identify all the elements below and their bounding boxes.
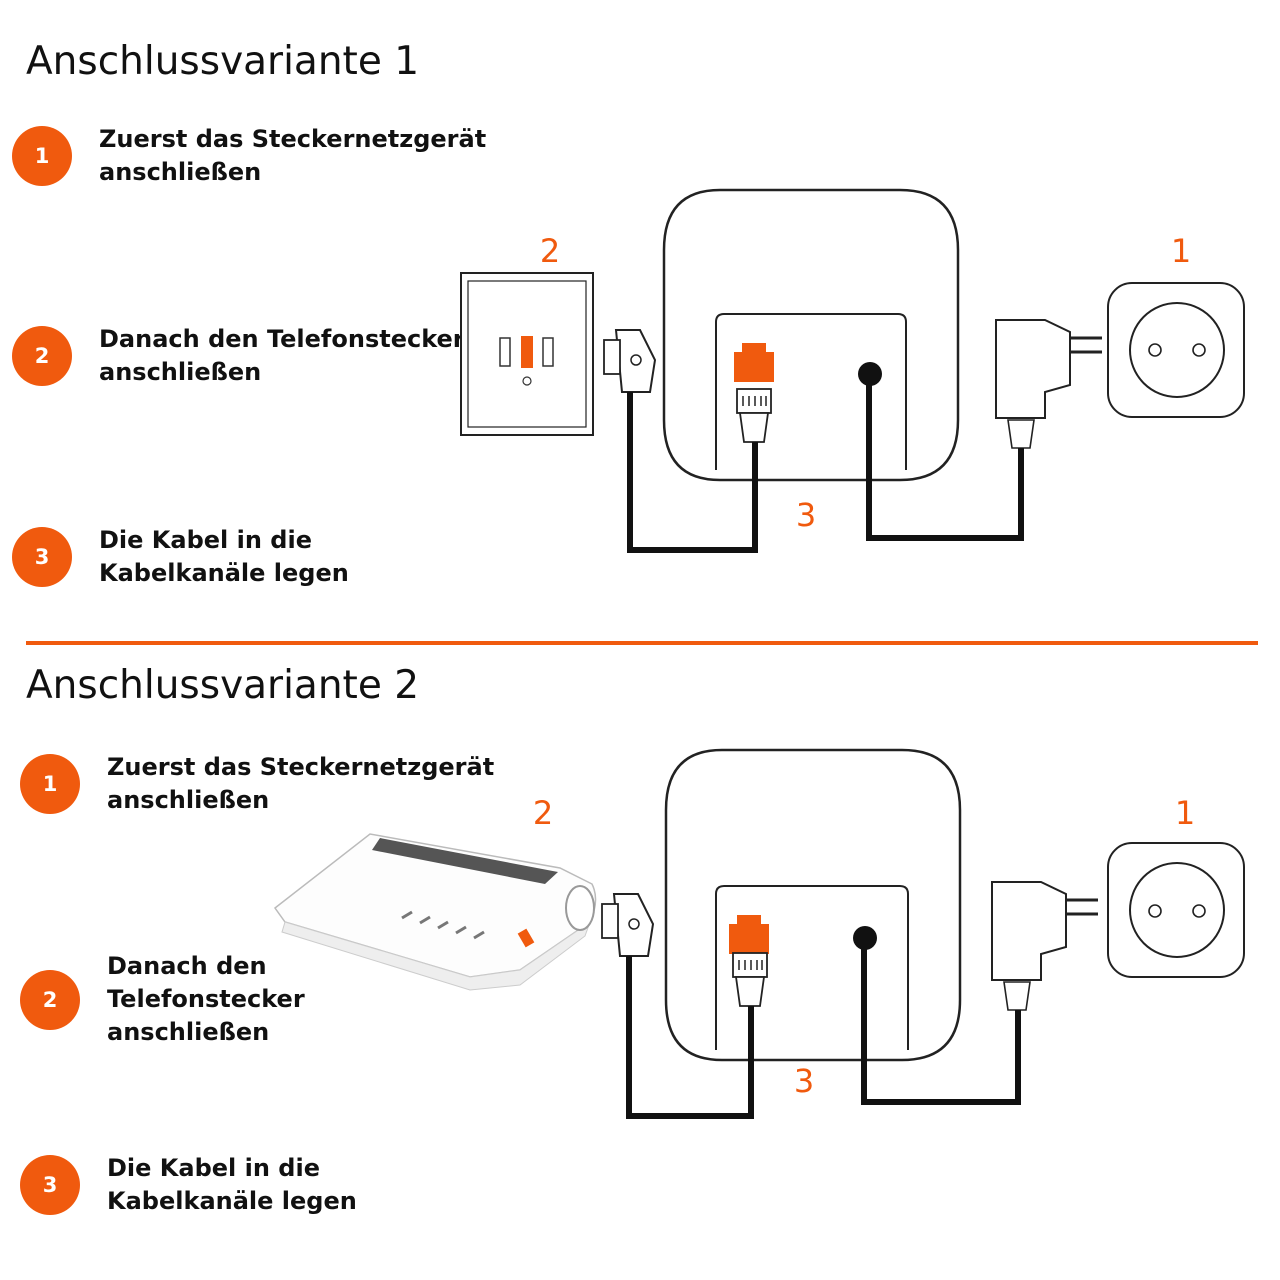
label-cables: 3	[794, 1062, 814, 1100]
tae-plug-icon	[603, 329, 657, 393]
router-icon	[273, 833, 597, 991]
step-text: Die Kabel in die Kabelkanäle legen	[107, 1154, 357, 1215]
step-number-badge: 3	[12, 527, 72, 587]
step-number-badge: 1	[20, 754, 80, 814]
step-1: 1 Zuerst das Steckernetzgerät anschließe…	[12, 123, 486, 189]
phone-cable	[627, 392, 758, 553]
step-text: Zuerst das Steckernetzgerät anschließen	[99, 125, 487, 186]
step-text: Die Kabel in die Kabelkanäle legen	[99, 526, 349, 587]
tae-plug-icon	[601, 893, 655, 957]
step-number-badge: 3	[20, 1155, 80, 1215]
step-3: 3 Die Kabel in die Kabelkanäle legen	[12, 524, 349, 590]
step-1: 1 Zuerst das Steckernetzgerät anschließe…	[20, 751, 494, 817]
power-cable	[866, 380, 1024, 541]
section-title-variant-1: Anschlussvariante 1	[26, 39, 420, 84]
label-wall-jack: 2	[540, 232, 560, 270]
step-text: Zuerst das Steckernetzgerät anschließen	[107, 753, 495, 814]
step-text: Danach den Telefonstecker anschließen	[107, 952, 305, 1046]
step-text: Danach den Telefonstecker anschließen	[99, 325, 465, 386]
step-3: 3 Die Kabel in die Kabelkanäle legen	[20, 1152, 357, 1218]
label-socket: 1	[1175, 794, 1195, 832]
base-station-icon	[662, 188, 960, 482]
step-number-badge: 1	[12, 126, 72, 186]
label-cables: 3	[796, 496, 816, 534]
power-adapter-icon	[995, 319, 1102, 449]
connection-diagram-2: 2 1 3	[273, 748, 1245, 1119]
step-2: 2 Danach den Telefonstecker anschließen	[20, 950, 305, 1049]
wall-phone-jack-icon	[460, 272, 594, 436]
step-number-badge: 2	[20, 969, 80, 1030]
section-divider	[26, 641, 1258, 645]
power-cable	[861, 944, 1021, 1105]
power-socket-icon	[1107, 282, 1245, 418]
power-adapter-icon	[991, 881, 1098, 1011]
section-title-variant-2: Anschlussvariante 2	[26, 663, 420, 708]
rj11-plug-icon	[736, 388, 772, 443]
base-station-icon	[664, 748, 962, 1062]
step-number-badge: 2	[12, 326, 72, 386]
label-router: 2	[533, 794, 553, 832]
connection-diagram-1: 2 1 3	[460, 188, 1245, 553]
power-socket-icon	[1107, 842, 1245, 978]
phone-cable	[626, 956, 754, 1119]
step-2: 2 Danach den Telefonstecker anschließen	[12, 323, 465, 389]
rj11-plug-icon	[732, 952, 768, 1007]
label-socket: 1	[1171, 232, 1191, 270]
